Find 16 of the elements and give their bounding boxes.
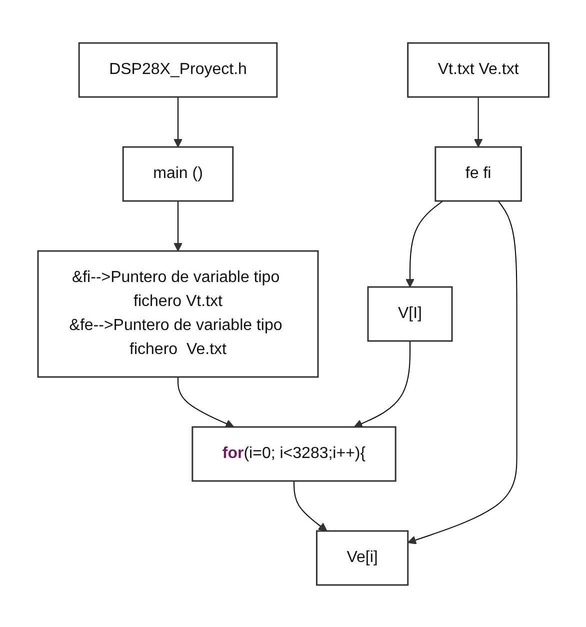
arrow [173, 96, 182, 147]
arrow [293, 480, 327, 531]
node-box: main () [122, 146, 234, 202]
node-box: V[I] [366, 286, 452, 342]
node-box: Vt.txt Ve.txt [406, 42, 550, 98]
arrow [407, 200, 517, 544]
node-box: DSP28X_Proyect.h [78, 42, 278, 98]
arrow [405, 200, 443, 287]
arrow [173, 200, 182, 251]
arrow [177, 376, 234, 428]
arrow [474, 96, 482, 147]
node-box: Ve[i] [316, 530, 408, 586]
node-box: &fi-->Puntero de variable tipo fichero Vt.txt &fe-->Puntero de variable tipo fichero Ve.txt [36, 250, 318, 378]
node-box: for(i=0; i<3283;i++){ [191, 426, 396, 482]
arrow [353, 340, 410, 428]
node-box: fe fi [434, 146, 522, 202]
